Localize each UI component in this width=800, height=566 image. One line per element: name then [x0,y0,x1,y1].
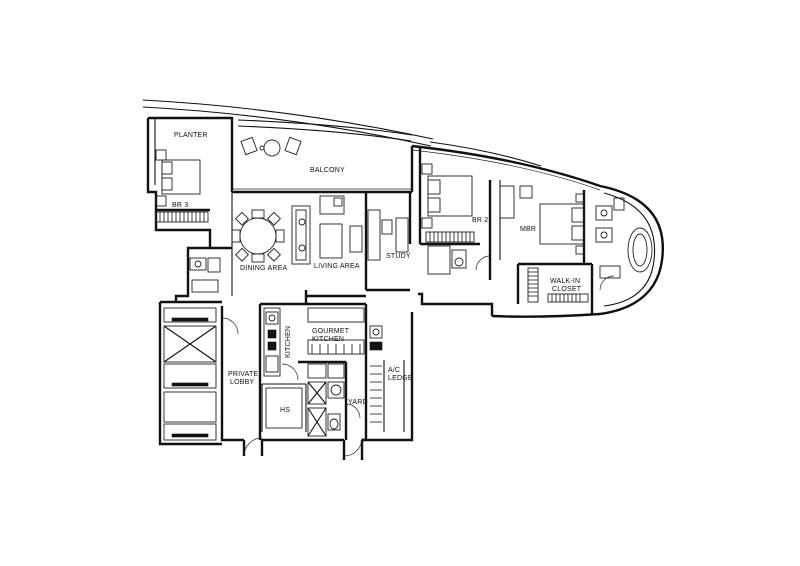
yard-fixtures [307,363,361,437]
stair-lift-core [163,307,217,441]
wardrobe-br3 [155,211,209,223]
room-labels: PLANTER BALCONY BR 3 BR 2 MBR WALK-IN CL… [172,132,582,414]
balcony-glazing [232,149,601,191]
label-planter: PLANTER [174,132,208,139]
mbr-dresser [499,185,533,219]
household-shelter [265,387,303,429]
gourmet-kitchen-counter [307,307,365,355]
kitchen-counter [263,307,299,381]
living-sofa-set [291,195,363,265]
master-bathroom [595,197,653,291]
label-walkin-1: WALK-IN [550,278,580,285]
bed-br2 [421,163,473,229]
label-br2: BR 2 [472,217,488,224]
label-ac-ledge-2: LEDGE [388,375,413,382]
label-balcony: BALCONY [310,167,345,174]
label-ac-ledge-1: A/C [388,367,400,374]
label-dining: DINING AREA [240,265,287,272]
label-yard: YARD [348,399,368,406]
label-private-lobby-1: PRIVATE [228,371,258,378]
label-mbr: MBR [520,226,536,233]
label-walkin-2: CLOSET [552,286,582,293]
label-gourmet-1: GOURMET [312,328,350,335]
study-desk [367,209,409,261]
ac-ledge-equipment [369,325,383,423]
balcony-outer-edge [142,99,542,167]
interior-walls [156,146,594,440]
bathroom-br2 [427,245,491,275]
walk-in-closet-shelves [527,267,589,303]
label-br3: BR 3 [172,202,188,209]
label-living: LIVING AREA [314,263,360,270]
label-study: STUDY [386,253,411,260]
dining-table [231,209,285,263]
bed-br3 [155,149,201,207]
label-private-lobby-2: LOBBY [230,379,254,386]
wardrobe-br2 [425,231,475,243]
powder-room [189,257,221,293]
balcony-dining-set [240,136,302,157]
exterior-walls [146,116,665,460]
lobby-doors [221,317,363,457]
label-gourmet-2: KITCHEN [312,336,344,343]
bed-mbr [539,193,585,255]
label-hs: HS [280,407,290,414]
label-kitchen: KITCHEN [285,326,292,358]
